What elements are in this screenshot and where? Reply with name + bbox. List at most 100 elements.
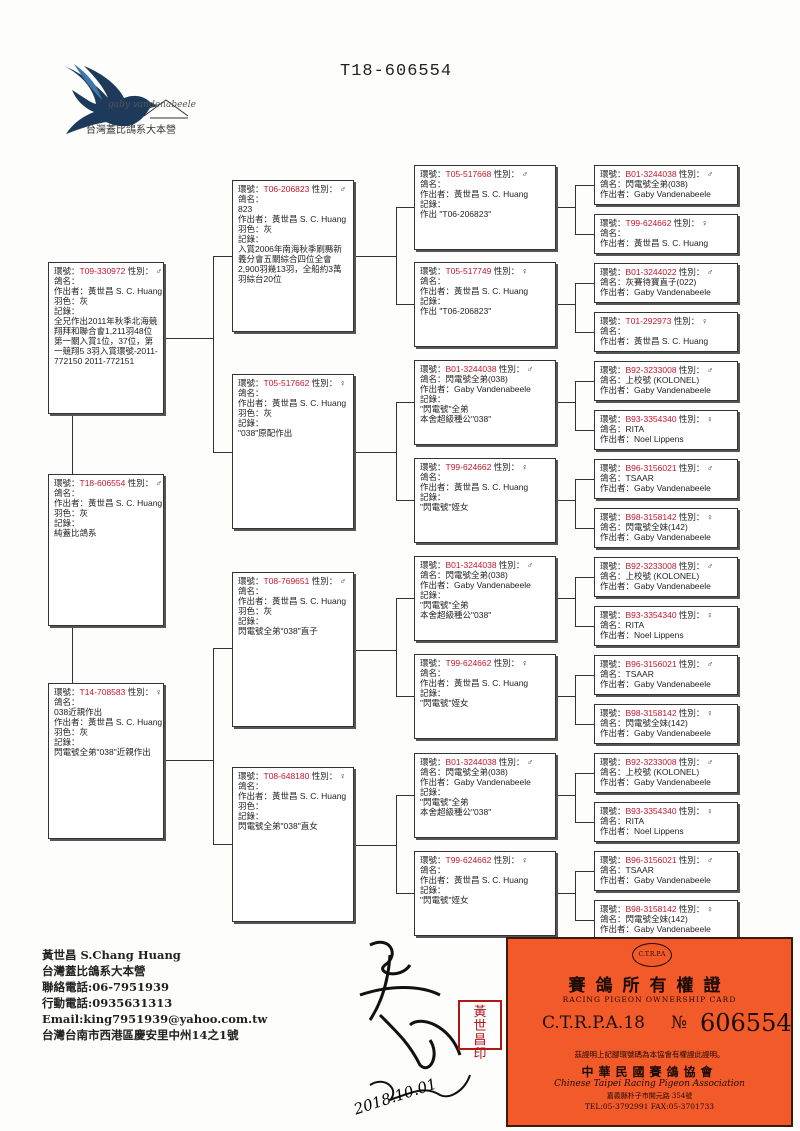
dam-sire-card[interactable]: 環號：T08-769651 性別： ♂鴿名：作出者：黃世昌 S. C. Huan… [232,572,354,727]
pedigree-line: 鴿名： [238,194,264,204]
pedigree-line: 鴿名： [54,697,80,707]
ring-line: 環號：B92-3233008 性別： ♂ [600,757,714,767]
connector-line [354,256,396,257]
card-number: 606554 [700,1009,792,1037]
gen3-card[interactable]: 環號：T99-624662 性別： ♀鴿名：作出者：黃世昌 S. C. Huan… [414,458,556,543]
connector-line [396,207,414,208]
ring-number: T08-769651 [263,576,310,586]
gen4-card[interactable]: 環號：B98-3158142 性別： ♀鴿名：閃電號全妹(142)作出者：Gab… [594,900,738,940]
connector-line [575,528,594,529]
ring-line: 環號：B96-3156021 性別： ♂ [600,855,714,865]
gen4-card[interactable]: 環號：T01-292973 性別： ♀鴿名：作出者：黃世昌 S. C. Huan… [594,312,738,352]
pedigree-line: 作出者：Gaby Vandenabeele [600,924,711,934]
male-icon: 性別： ♂ [676,463,714,473]
gen3-card[interactable]: 環號：B01-3244038 性別： ♂鴿名：閃電號全弟(038)作出者：Gab… [414,753,556,838]
pedigree-line: 作出者：Gaby Vandenabeele [420,777,531,787]
gen4-card[interactable]: 環號：T99-624662 性別： ♀鴿名：作出者：黃世昌 S. C. Huan… [594,214,738,254]
pedigree-line: 鴿名： [420,179,446,189]
gen4-card[interactable]: 環號：B92-3233008 性別： ♂鴿名：上校號 (KOLONEL)作出者：… [594,361,738,401]
connector-line [396,304,414,305]
ring-number: B98-3158142 [625,904,677,914]
female-icon: 性別： ♀ [676,708,714,718]
pedigree-line: 鴿名：灰賽待寶直子(022) [600,277,697,287]
logo-name: 台灣蓋比鴿系大本營 [86,125,176,136]
pedigree-line: 記錄： [238,811,264,821]
ring-line: 環號：B93-3354340 性別： ♀ [600,610,714,620]
male-icon: 性別： ♂ [125,478,162,488]
sire-card[interactable]: 環號：T09-330972 性別： ♂鴿名：作出者：黃世昌 S. C. Huan… [48,262,164,414]
gen4-card[interactable]: 環號：B01-3244022 性別： ♂鴿名：灰賽待寶直子(022)作出者：Ga… [594,263,738,303]
pedigree-line: 記錄： [420,199,446,209]
pedigree-line: 作出者：黃世昌 S. C. Huang [238,791,347,801]
connector-line [213,648,232,649]
card-en-title: RACING PIGEON OWNERSHIP CARD [562,995,737,1004]
gen4-card[interactable]: 環號：B92-3233008 性別： ♂鴿名：上校號 (KOLONEL)作出者：… [594,753,738,793]
gen3-card[interactable]: 環號：T05-517668 性別： ♂鴿名：作出者：黃世昌 S. C. Huan… [414,165,556,250]
pedigree-line: 鴿名：上校號 (KOLONEL) [600,767,700,777]
pedigree-line: 作出者：Gaby Vandenabeele [420,384,531,394]
gen3-card[interactable]: 環號：T99-624662 性別： ♀鴿名：作出者：黃世昌 S. C. Huan… [414,654,556,739]
pedigree-line: 記錄： [420,885,446,895]
ring-line: 環號：T08-769651 性別： ♂ [238,576,346,586]
pedigree-line: 作出者：黃世昌 S. C. Huang [54,286,163,296]
pedigree-line: 鴿名： [420,865,446,875]
ring-line: 環號：B96-3156021 性別： ♂ [600,659,714,669]
pedigree-line: 作出者：黃世昌 S. C. Huang [420,875,529,885]
gen3-card[interactable]: 環號：T99-624662 性別： ♀鴿名：作出者：黃世昌 S. C. Huan… [414,851,556,936]
card-org-cn: 中華民國賽鴿協會 [581,1065,718,1079]
male-icon: 性別： ♂ [491,169,528,179]
connector-line [396,402,414,403]
male-icon: 性別： ♂ [676,365,714,375]
ring-number: T05-517749 [445,266,492,276]
ring-line: 環號：B93-3354340 性別： ♀ [600,414,714,424]
ring-line: 環號：B01-3244038 性別： ♂ [420,364,534,374]
gen4-card[interactable]: 環號：B98-3158142 性別： ♀鴿名：閃電號全妹(142)作出者：Gab… [594,704,738,744]
pedigree-line: 閃電號全弟"038"直女 [238,821,318,831]
ring-number: T08-648180 [263,771,310,781]
connector-line [575,773,594,774]
ring-number: B01-3244022 [625,267,677,277]
pedigree-line: 羽色：灰 [238,224,273,234]
gen3-card[interactable]: 環號：B01-3244038 性別： ♂鴿名：閃電號全弟(038)作出者：Gab… [414,556,556,641]
ring-line: 環號：B98-3158142 性別： ♀ [600,512,714,522]
card-tel: TEL:05-3792991 FAX:05-3701733 [584,1102,715,1111]
male-icon: 性別： ♂ [676,561,714,571]
subject-card[interactable]: 環號：T18-606554 性別： ♂鴿名：作出者：黃世昌 S. C. Huan… [48,474,164,626]
pedigree-line: 鴿名： [600,228,626,238]
male-icon: 性別： ♂ [676,855,714,865]
gen4-card[interactable]: 環號：B01-3244038 性別： ♂鴿名：閃電號全弟(038)作出者：Gab… [594,165,738,205]
connector-line [396,207,397,304]
ring-number: B01-3244038 [445,757,497,767]
ring-number: T14-708583 [79,687,126,697]
breeder-name: 黃世昌 S.Chang Huang [42,948,181,962]
pedigree-line: 本舍超級種公"038" [420,807,492,817]
gen3-card[interactable]: 環號：T05-517749 性別： ♀鴿名：作出者：黃世昌 S. C. Huan… [414,262,556,347]
connector-line [556,893,575,894]
connector-line [575,332,594,333]
connector-line [556,500,575,501]
male-icon: 性別： ♂ [676,757,714,767]
page-title: T18-606554 [340,62,453,81]
gen4-card[interactable]: 環號：B98-3158142 性別： ♀鴿名：閃電號全妹(142)作出者：Gab… [594,508,738,548]
pedigree-line: 鴿名：RITA [600,620,645,630]
handwritten-signature: 2018.10.01 [351,941,471,1119]
connector-line [556,598,575,599]
dam-card[interactable]: 環號：T14-708583 性別： ♀鴿名：038近親作出作出者：黃世昌 S. … [48,683,164,839]
pedigree-line: "閃電號"全弟 [420,600,469,610]
connector-line [575,675,576,724]
gen3-card[interactable]: 環號：B01-3244038 性別： ♂鴿名：閃電號全弟(038)作出者：Gab… [414,360,556,445]
pedigree-line: 記錄： [420,394,446,404]
connector-line [396,795,397,893]
gen4-card[interactable]: 環號：B92-3233008 性別： ♂鴿名：上校號 (KOLONEL)作出者：… [594,557,738,597]
connector-line [575,577,576,626]
dam-dam-card[interactable]: 環號：T08-648180 性別： ♀鴿名：作出者：黃世昌 S. C. Huan… [232,767,354,922]
pedigree-line: 羽色：灰 [54,727,89,737]
sire-dam-card[interactable]: 環號：T05-517662 性別： ♀鴿名：作出者：黃世昌 S. C. Huan… [232,374,354,529]
